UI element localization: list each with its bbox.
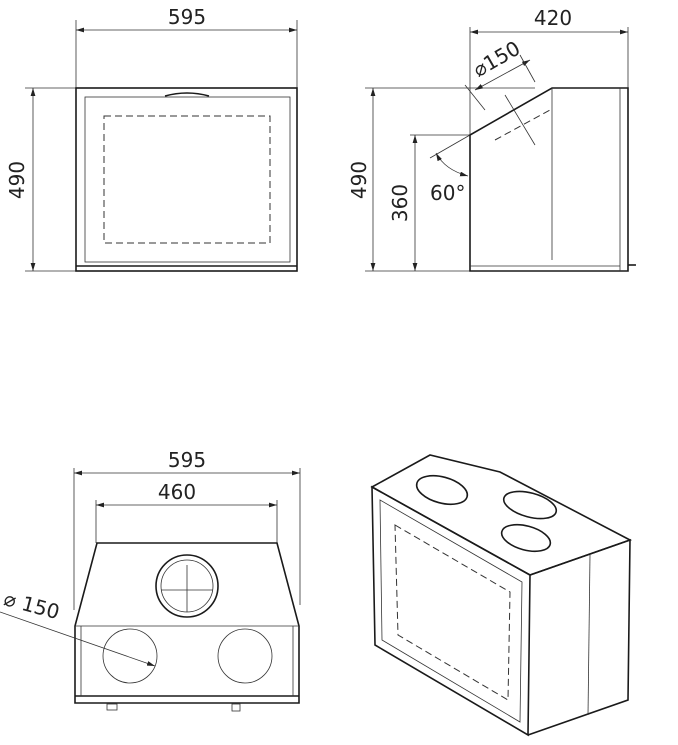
top-outer-width-label: 595 <box>168 448 206 472</box>
flue-collar-top <box>155 554 219 618</box>
glass-outline <box>103 115 271 244</box>
iso-flue-2 <box>502 490 558 520</box>
isometric-view <box>370 454 633 737</box>
iso-glass-outline <box>394 524 511 701</box>
iso-side-face <box>527 538 631 736</box>
top-inner-width-label: 460 <box>158 480 196 504</box>
iso-flue-1 <box>415 474 469 506</box>
front-view: 595 490 <box>5 5 298 272</box>
iso-flue-3 <box>500 523 552 553</box>
iso-front-face <box>371 485 531 737</box>
outlet-circle-right <box>217 628 273 684</box>
iso-top-face <box>370 454 633 576</box>
angle-label: 60° <box>430 181 465 205</box>
top-view: 595 460 ⌀ 150 <box>0 448 301 712</box>
side-view: 420 490 360 60° ⌀150 <box>347 6 636 272</box>
front-width-label: 595 <box>168 5 206 29</box>
lower-height-label: 360 <box>388 184 412 222</box>
side-depth-label: 420 <box>534 6 572 30</box>
side-body-outline <box>469 87 629 272</box>
door-frame <box>84 96 291 263</box>
stove-body-outline <box>75 87 298 272</box>
top-diameter-label: ⌀ 150 <box>1 586 62 624</box>
front-height-label: 490 <box>5 161 29 199</box>
outlet-circle-left <box>102 628 158 684</box>
side-diameter-label: ⌀150 <box>469 36 524 82</box>
side-height-label: 490 <box>347 161 371 199</box>
